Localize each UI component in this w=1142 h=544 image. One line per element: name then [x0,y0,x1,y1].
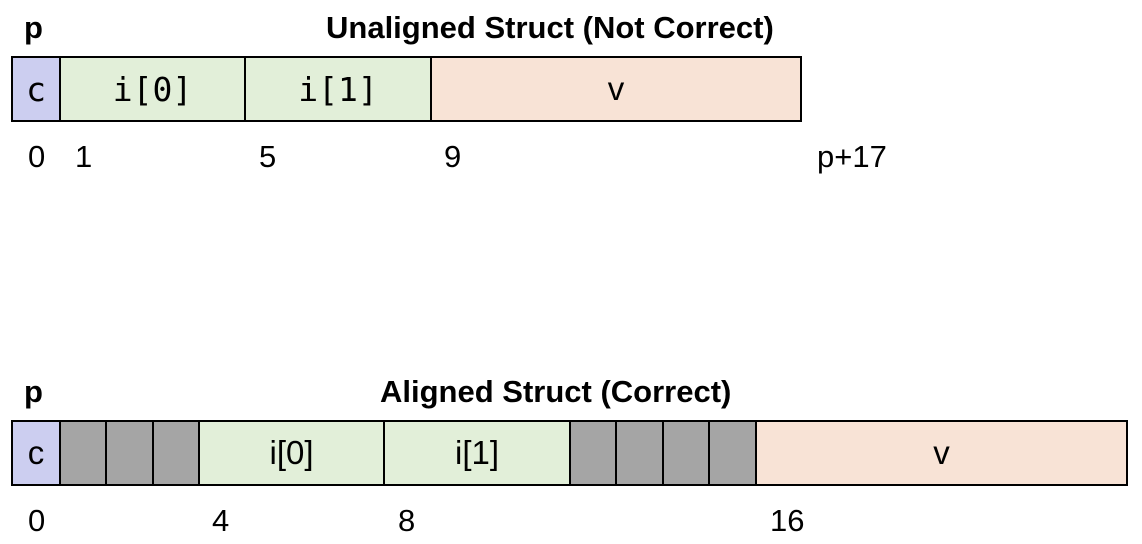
aligned-field-i0: i[0] [200,422,385,484]
aligned-padding-byte [664,422,710,484]
aligned-padding-byte [154,422,200,484]
unaligned-offset-9: 9 [444,139,462,174]
unaligned-offset-5: 5 [259,139,277,174]
aligned-pointer-label: p [24,374,43,409]
unaligned-memory-row: c i[0] i[1] v [11,56,802,122]
unaligned-pointer-label: p [24,10,43,45]
aligned-field-v: v [757,422,1126,484]
aligned-offset-8: 8 [398,503,416,538]
aligned-padding-byte [107,422,154,484]
aligned-field-i1: i[1] [385,422,571,484]
unaligned-field-i0: i[0] [61,58,246,120]
unaligned-offset-1: 1 [75,139,93,174]
unaligned-title: Unaligned Struct (Not Correct) [326,10,774,45]
aligned-padding-byte [710,422,757,484]
aligned-title: Aligned Struct (Correct) [380,374,732,409]
aligned-memory-row: c i[0] i[1] v [11,420,1128,486]
aligned-offset-16: 16 [770,503,805,538]
unaligned-field-c: c [13,58,61,120]
aligned-offset-0: 0 [28,503,46,538]
aligned-padding-byte [571,422,617,484]
unaligned-offset-end: p+17 [817,139,887,174]
unaligned-field-v: v [432,58,800,120]
aligned-field-c: c [13,422,61,484]
aligned-padding-byte [61,422,107,484]
unaligned-offset-0: 0 [28,139,46,174]
aligned-offset-4: 4 [212,503,230,538]
aligned-padding-byte [617,422,664,484]
unaligned-field-i1: i[1] [246,58,432,120]
